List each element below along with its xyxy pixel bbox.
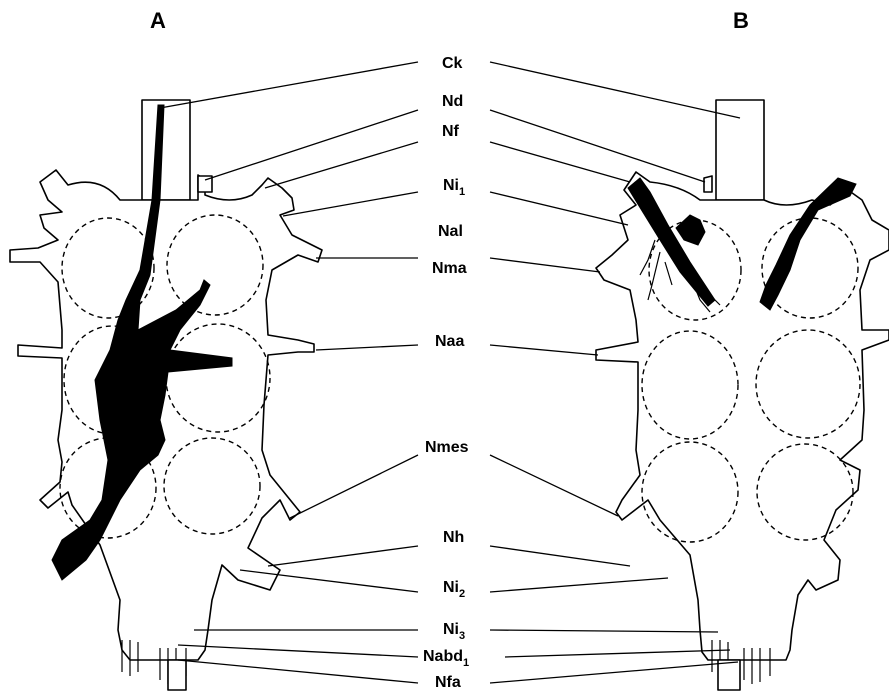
leader-nh-a bbox=[268, 546, 418, 566]
label-ni2: Ni2 bbox=[443, 579, 465, 600]
leader-ni1-a bbox=[283, 192, 418, 216]
leader-nmes-a bbox=[290, 455, 418, 518]
leader-ni2-b bbox=[490, 578, 668, 592]
label-ni1: Ni1 bbox=[443, 177, 465, 198]
leader-nma-b bbox=[490, 258, 600, 272]
label-nal: Nal bbox=[438, 223, 463, 240]
leader-naa-a bbox=[316, 345, 418, 350]
leader-ck-a bbox=[160, 62, 418, 108]
label-nh: Nh bbox=[443, 529, 464, 546]
leader-ni1-b bbox=[490, 192, 628, 225]
label-nf: Nf bbox=[442, 123, 460, 140]
nerve-labels: Ck Nd Nf Ni1 Nal Nma Naa Nmes Nh Ni2 Ni3 bbox=[423, 55, 469, 691]
panel-label-b: B bbox=[733, 8, 749, 33]
label-nabd1: Nabd1 bbox=[423, 648, 469, 669]
leader-naa-b bbox=[490, 345, 598, 355]
leader-nd-a bbox=[205, 110, 418, 180]
leader-ck-b bbox=[490, 62, 740, 118]
leader-nfa-a bbox=[178, 660, 418, 683]
label-ck: Ck bbox=[442, 55, 463, 72]
panel-b-ganglion-drawing bbox=[596, 100, 889, 690]
panel-a-ganglion-drawing bbox=[10, 100, 322, 690]
leader-nf-a bbox=[265, 142, 418, 188]
leader-nabd1-b bbox=[505, 650, 730, 657]
leader-nabd1-a bbox=[178, 645, 418, 657]
leader-nh-b bbox=[490, 546, 630, 566]
leader-nf-b bbox=[490, 142, 630, 182]
label-naa: Naa bbox=[435, 333, 464, 350]
label-ni3: Ni3 bbox=[443, 621, 465, 642]
leader-nfa-b bbox=[490, 662, 738, 683]
leader-ni3-b bbox=[490, 630, 718, 632]
label-nd: Nd bbox=[442, 93, 463, 110]
leader-nd-b bbox=[490, 110, 705, 182]
label-nma: Nma bbox=[432, 260, 467, 277]
label-nfa: Nfa bbox=[435, 674, 461, 691]
panel-label-a: A bbox=[150, 8, 166, 33]
label-nmes: Nmes bbox=[425, 439, 469, 456]
leader-nmes-b bbox=[490, 455, 618, 516]
